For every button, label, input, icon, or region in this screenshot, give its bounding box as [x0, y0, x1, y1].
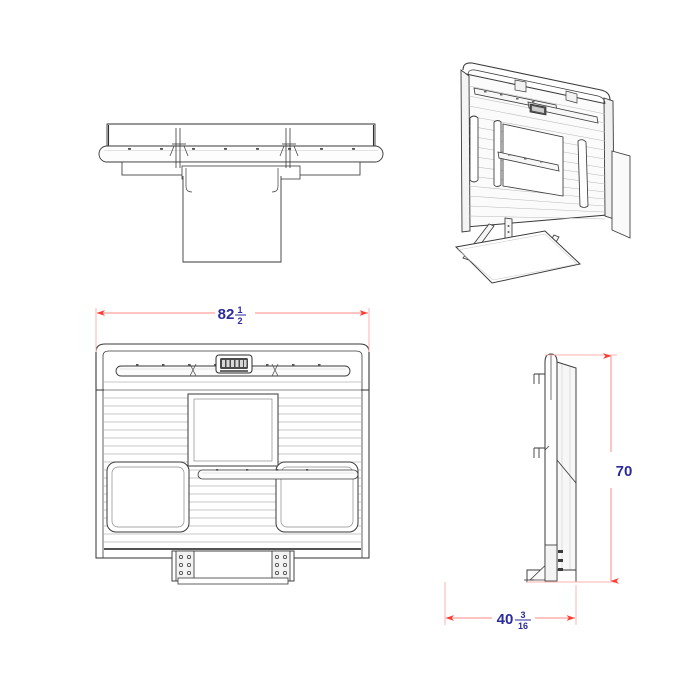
iso-top-rail [462, 62, 611, 105]
front-view [95, 343, 370, 585]
bracket-bolt-holes [179, 555, 287, 575]
dimension-overall-height-value: 70 [616, 463, 633, 480]
iso-top-tabs [514, 79, 578, 104]
side-view-light-bar-brackets [533, 373, 550, 458]
dimension-overall-depth-numerator: 3 [520, 610, 525, 620]
front-view-lower-light-bar [197, 469, 359, 480]
dimension-overall-height: 70 [527, 353, 633, 584]
front-view-left-window [106, 461, 190, 533]
iso-base-plate [454, 230, 582, 284]
dimension-overall-width-whole: 82 [218, 306, 235, 323]
top-view [98, 123, 384, 263]
top-view-light-bar [98, 145, 384, 163]
dimension-overall-width-denominator: 2 [237, 316, 242, 326]
front-view-right-window [275, 461, 359, 533]
manufacturer-logo-plate [215, 354, 253, 374]
dimension-overall-depth-denominator: 16 [518, 621, 528, 631]
front-view-mounting-brackets [171, 550, 295, 585]
isometric-view [454, 62, 631, 284]
side-view-base [524, 544, 577, 583]
iso-side-shield [611, 150, 631, 239]
dimension-overall-depth-whole: 40 [497, 611, 514, 628]
top-view-light-bar-studs [128, 148, 355, 150]
iso-logo-plate [529, 103, 547, 116]
dimension-overall-depth: 40 3 16 [444, 582, 577, 631]
top-view-rear-panel [106, 123, 376, 147]
top-view-base-plate [182, 168, 282, 263]
side-view-bolt-holes [558, 550, 563, 571]
top-view-frame-rail [121, 161, 361, 180]
side-view [524, 353, 577, 583]
top-view-mount-posts [169, 128, 299, 168]
dimension-overall-width: 82 1 2 [95, 305, 370, 352]
front-view-center-window [187, 393, 279, 467]
side-view-main-post [544, 353, 577, 581]
dimension-overall-width-numerator: 1 [237, 305, 242, 315]
